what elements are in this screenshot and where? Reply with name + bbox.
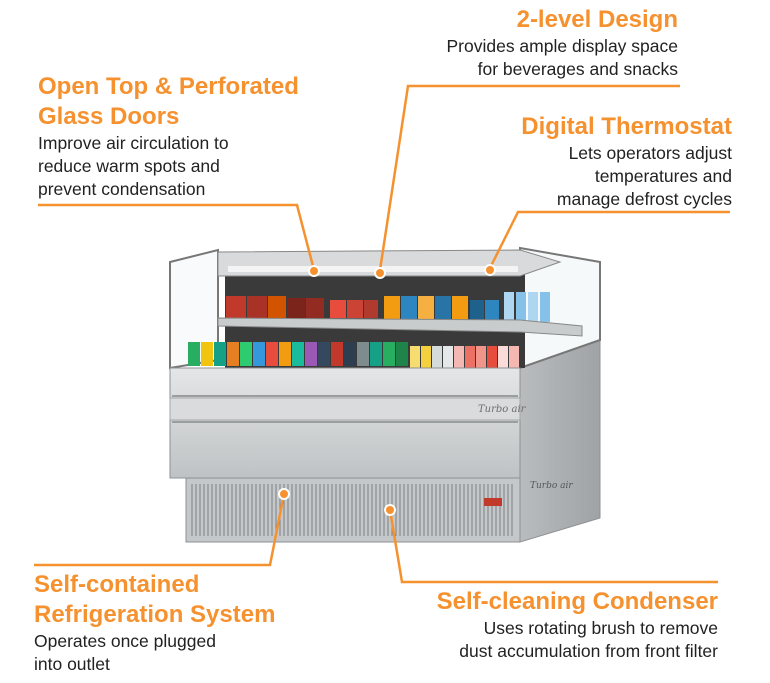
callout-open-top-title-1: Open Top & Perforated — [38, 73, 299, 100]
callout-two-level-title: 2-level Design — [516, 6, 678, 33]
callout-condenser-desc-1: Uses rotating brush to remove — [483, 618, 718, 638]
callout-thermostat-title: Digital Thermostat — [521, 113, 732, 140]
callout-refrigeration: Self-contained Refrigeration System Oper… — [34, 570, 334, 676]
canopy-light — [228, 266, 518, 272]
front-brand-logo: Turbo air — [478, 404, 527, 415]
callout-thermostat-desc-2: temperatures and — [594, 166, 732, 186]
callout-condenser-title: Self-cleaning Condenser — [436, 588, 718, 615]
front-bumper — [169, 397, 521, 421]
callout-open-top-desc-1: Improve air circulation to — [38, 133, 229, 153]
leader-open-top — [38, 203, 316, 271]
upper-shelf — [217, 317, 583, 337]
leader-two-level — [378, 84, 680, 271]
side-brand-logo: Turbo air — [530, 481, 573, 491]
callout-refrigeration-title-1: Self-contained — [34, 571, 200, 598]
marker-thermostat — [484, 264, 496, 276]
top-canopy — [217, 249, 562, 277]
callout-two-level-desc-2: for beverages and snacks — [477, 59, 678, 79]
callout-open-top-title-2: Glass Doors — [38, 103, 180, 130]
callout-condenser: Self-cleaning Condenser Uses rotating br… — [378, 587, 718, 663]
callout-open-top-desc-3: prevent condensation — [38, 179, 206, 199]
grille-slats — [191, 484, 513, 536]
leader-refrigeration — [34, 493, 286, 567]
callout-refrigeration-title-2: Refrigeration System — [34, 601, 276, 628]
marker-refrigeration — [278, 488, 290, 500]
cabinet-side-panel — [519, 339, 601, 543]
leader-thermostat — [488, 210, 730, 269]
callout-two-level: 2-level Design Provides ample display sp… — [358, 5, 678, 81]
callout-thermostat: Digital Thermostat Lets operators adjust… — [432, 112, 732, 211]
callout-refrigeration-desc-2: into outlet — [34, 654, 110, 674]
callout-thermostat-desc-1: Lets operators adjust — [568, 143, 732, 163]
marker-open-top — [308, 265, 320, 277]
lower-shelf-products — [188, 342, 519, 380]
callout-two-level-desc-1: Provides ample display space — [446, 36, 678, 56]
callout-refrigeration-desc-1: Operates once plugged — [34, 631, 216, 651]
marker-condenser — [384, 504, 396, 516]
callout-condenser-desc-2: dust accumulation from front filter — [459, 641, 718, 661]
callout-open-top-desc-2: reduce warm spots and — [38, 156, 220, 176]
callout-open-top: Open Top & Perforated Glass Doors Improv… — [38, 72, 338, 201]
callout-thermostat-desc-3: manage defrost cycles — [556, 189, 732, 209]
data-plate — [484, 498, 502, 506]
leader-condenser — [388, 509, 718, 584]
marker-two-level — [374, 267, 386, 279]
upper-shelf-products — [226, 292, 550, 322]
